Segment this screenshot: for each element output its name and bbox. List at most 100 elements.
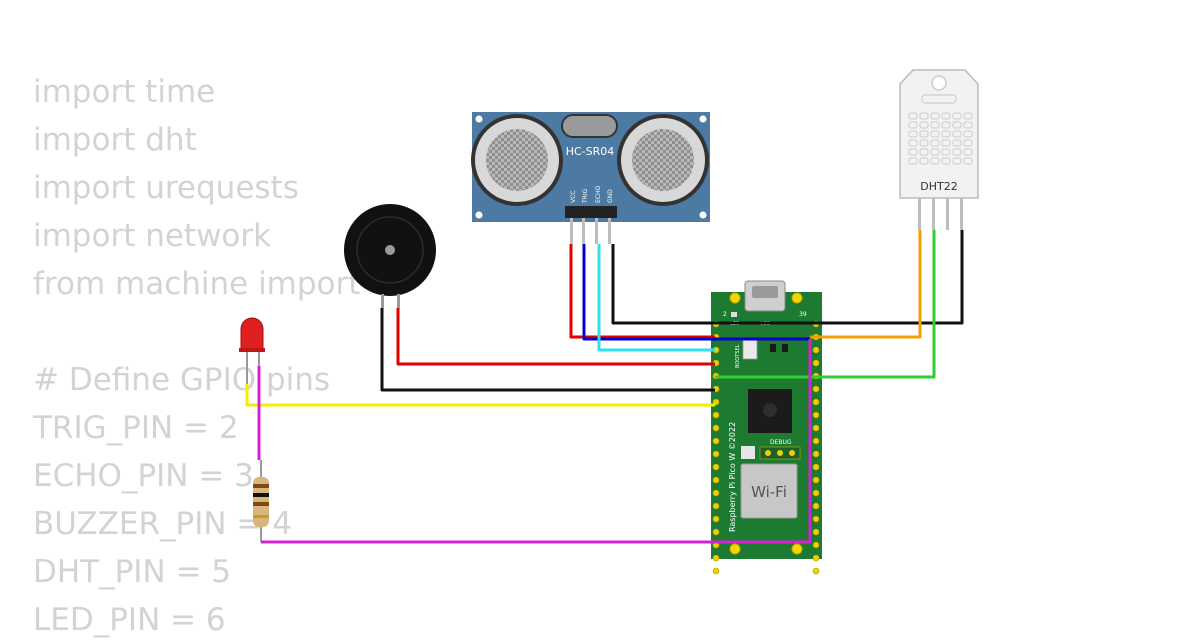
dht22-grille-hole [908,157,918,165]
pico-gpio-pin[interactable] [812,359,820,367]
mounting-hole [475,115,483,123]
wire-buzzer-gnd[interactable] [380,308,715,392]
red-led[interactable] [239,317,265,384]
wire-resistor-pico[interactable] [261,339,812,544]
dht22-grille-hole [941,148,951,156]
resistor-band [253,493,269,497]
pico-gpio-pin[interactable] [812,541,820,549]
dht22-grille-hole [908,121,918,129]
debug-pin [765,450,771,456]
dht22-grille-hole [952,121,962,129]
pico-gpio-pin[interactable] [812,450,820,458]
dht22-pin[interactable] [932,198,935,230]
hcsr04-pin-vcc[interactable] [570,218,573,244]
led-indicator [731,312,737,317]
dht22-grille-hole [930,130,940,138]
piezo-buzzer[interactable] [344,204,436,308]
debug-label: DEBUG [770,439,792,446]
mounting-hole [729,543,741,555]
led-leg[interactable] [246,352,248,384]
pico-gpio-pin[interactable] [712,424,720,432]
pico-gpio-pin[interactable] [812,437,820,445]
dht22-grille-hole [963,112,973,120]
pico-gpio-pin[interactable] [712,502,720,510]
pico-w-board[interactable]: 2 39 LED USB BOOTSEL DEBUG Wi-Fi Raspber… [711,280,822,575]
code-background: import time import dht import urequests … [33,68,433,644]
pico-gpio-pin[interactable] [812,411,820,419]
mounting-hole [699,115,707,123]
led-leg[interactable] [258,352,260,366]
dht22-pin[interactable] [960,198,963,230]
wifi-module [740,463,798,519]
dht22-pin[interactable] [918,198,921,230]
pico-gpio-pin[interactable] [712,554,720,562]
dht22-sensor[interactable]: DHT22 [899,69,979,230]
pico-gpio-pin[interactable] [712,528,720,536]
mounting-hole [475,211,483,219]
pico-gpio-pin[interactable] [812,489,820,497]
dht22-grille-hole [963,139,973,147]
wire-buzzer-signal[interactable] [396,308,715,366]
pico-gpio-pin[interactable] [712,450,720,458]
pico-gpio-pin[interactable] [812,424,820,432]
hcsr04-pin-gnd[interactable] [608,218,611,244]
dht22-grille-hole [908,130,918,138]
dht22-pin[interactable] [946,198,949,230]
pico-gpio-pin[interactable] [812,554,820,562]
wifi-label: Wi-Fi [751,483,787,501]
pico-gpio-pin[interactable] [812,476,820,484]
debug-pin [789,450,795,456]
ultrasonic-receiver [617,114,709,206]
pico-gpio-pin[interactable] [712,463,720,471]
pico-gpio-pin[interactable] [812,463,820,471]
dht22-grille-hole [908,139,918,147]
pico-gpio-pin[interactable] [812,385,820,393]
dht22-grille-hole [952,157,962,165]
pico-gpio-pin[interactable] [712,567,720,575]
wire-vcc[interactable] [569,244,715,339]
pico-gpio-pin[interactable] [812,502,820,510]
dht22-grille-hole [908,112,918,120]
wire-echo[interactable] [597,244,715,352]
pico-gpio-pin[interactable] [712,411,720,419]
hcsr04-pin-echo[interactable] [595,218,598,244]
smd-component [770,344,776,352]
dht22-grille-hole [941,139,951,147]
crystal-oscillator [561,114,618,138]
mounting-hole [791,292,803,304]
buzzer-center [385,245,395,255]
debug-pin [777,450,783,456]
pico-gpio-pin[interactable] [812,515,820,523]
usb-port-opening [752,286,778,298]
buzzer-pin[interactable] [397,294,400,308]
hc-sr04-sensor[interactable]: HC-SR04 VCC TRIG ECHO GND [471,112,710,244]
pin-number-label: 2 [723,311,727,318]
wire-trig[interactable] [582,244,810,341]
smd-component [782,344,788,352]
pico-gpio-pin[interactable] [812,346,820,354]
bootsel-button[interactable] [742,339,758,360]
hcsr04-pin-trig[interactable] [582,218,585,244]
pico-gpio-pin[interactable] [812,567,820,575]
pico-gpio-pin[interactable] [712,489,720,497]
wire-gnd[interactable] [611,230,964,325]
pico-gpio-pin[interactable] [812,528,820,536]
code-line: import time [33,74,216,110]
wire-dht-data[interactable] [810,230,922,339]
pico-gpio-pin[interactable] [712,437,720,445]
pico-gpio-pin[interactable] [712,515,720,523]
dht22-grille-hole [930,157,940,165]
dht22-grille-hole [963,121,973,129]
dht22-grille-hole [930,148,940,156]
dht22-label: DHT22 [920,180,957,193]
wire-dht-aux[interactable] [715,230,936,379]
pin-label-trig: TRIG [582,188,589,204]
wire-led[interactable] [245,384,715,407]
buzzer-pin[interactable] [381,294,384,308]
pico-gpio-pin[interactable] [712,476,720,484]
pin-number-label: 39 [799,311,807,318]
dht22-grille-hole [930,112,940,120]
resistor[interactable] [253,460,269,542]
hcsr04-label: HC-SR04 [566,145,615,158]
pico-gpio-pin[interactable] [812,398,820,406]
